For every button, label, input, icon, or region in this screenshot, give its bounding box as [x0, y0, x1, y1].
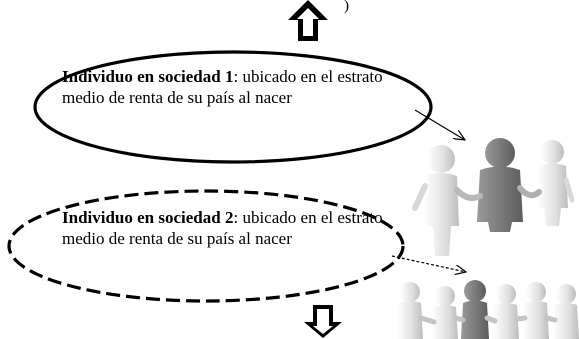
society-1-description: : ubicado en el estrato medio de renta d… [62, 67, 383, 107]
society-2-description: : ubicado en el estrato medio de renta d… [62, 208, 383, 248]
society-1-title: Individuo en sociedad 1 [62, 67, 234, 86]
cropped-comma: ) [344, 0, 349, 14]
people-group-image-2 [397, 280, 579, 339]
arrow-down-icon [304, 305, 342, 338]
society-2-label: Individuo en sociedad 2: ubicado en el e… [62, 207, 392, 249]
ellipse-society-2 [7, 189, 405, 303]
people-group-image-1 [412, 138, 575, 256]
connector-arrow-2 [391, 255, 466, 272]
connector-arrow-1 [414, 109, 465, 140]
ellipse-society-1 [33, 50, 433, 164]
society-1-label: Individuo en sociedad 1: ubicado en el e… [62, 66, 392, 108]
arrow-up-icon [288, 0, 328, 41]
society-2-title: Individuo en sociedad 2 [62, 208, 234, 227]
